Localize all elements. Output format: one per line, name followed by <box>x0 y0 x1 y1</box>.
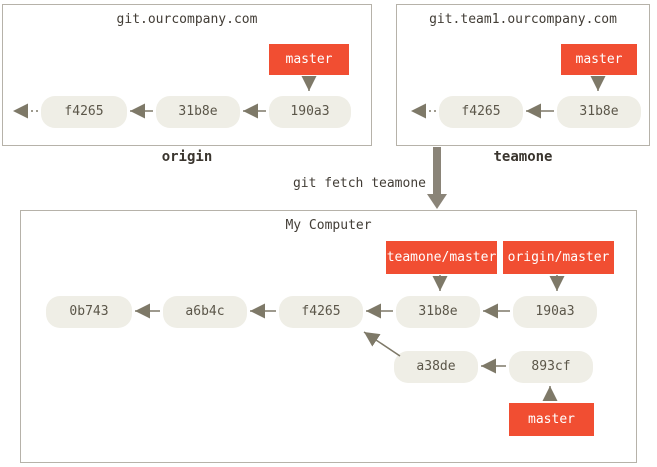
origin-commit-f4265: f4265 <box>41 96 127 128</box>
local-commit-0b743: 0b743 <box>46 296 132 328</box>
remote-teamone-box: git.team1.ourcompany.com master f4265 31… <box>396 4 650 146</box>
remote-teamone-title: git.team1.ourcompany.com <box>429 12 617 27</box>
local-commit-31b8e: 31b8e <box>396 296 480 328</box>
local-remote-branch-teamone-master: teamone/master <box>386 241 497 274</box>
local-commit-a38de: a38de <box>394 351 478 383</box>
remote-origin-box: git.ourcompany.com master f4265 31b8e 19… <box>2 4 372 146</box>
local-remote-branch-origin-master: origin/master <box>503 241 614 274</box>
teamone-server-label: teamone <box>493 149 553 165</box>
origin-commit-31b8e: 31b8e <box>156 96 240 128</box>
remote-origin-title: git.ourcompany.com <box>116 12 258 27</box>
local-commit-f4265: f4265 <box>279 296 363 328</box>
teamone-commit-f4265: f4265 <box>439 96 523 128</box>
origin-commit-190a3: 190a3 <box>269 96 351 128</box>
origin-branch-master: master <box>269 44 349 75</box>
my-computer-box: My Computer teamone/master origin/master… <box>20 210 637 463</box>
origin-server-label: origin <box>161 149 213 165</box>
local-commit-893cf: 893cf <box>509 351 593 383</box>
local-commit-190a3: 190a3 <box>513 296 597 328</box>
fetch-command-label: git fetch teamone <box>292 176 426 191</box>
teamone-commit-31b8e: 31b8e <box>557 96 641 128</box>
local-branch-master: master <box>509 403 594 436</box>
teamone-branch-master: master <box>561 44 637 75</box>
my-computer-title: My Computer <box>285 218 372 233</box>
local-commit-a6b4c: a6b4c <box>163 296 247 328</box>
